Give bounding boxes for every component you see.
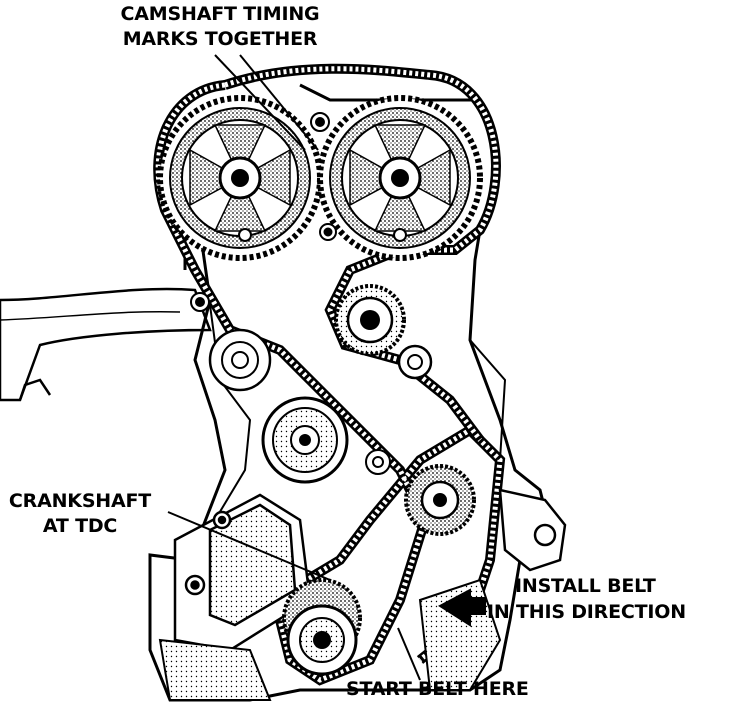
bolt-heads: [190, 112, 337, 312]
install-belt-label-line2: IN THIS DIRECTION: [487, 601, 686, 623]
right-lower-sprocket: [404, 464, 476, 536]
water-outlet: [498, 488, 567, 572]
tensioner-pulley: [261, 396, 349, 484]
leader-lines: [167, 54, 421, 681]
camshaft-timing-label-line1: CAMSHAFT TIMING: [120, 3, 320, 25]
middle-boss: [365, 449, 391, 475]
idler-pulley: [334, 284, 406, 356]
install-belt-label-line1: INSTALL BELT: [515, 575, 656, 597]
crankshaft-label-line2: AT TDC: [42, 515, 118, 537]
left-idler-boss: [208, 328, 272, 392]
crankshaft-sprocket: [282, 578, 362, 676]
install-direction-arrow: [438, 588, 486, 627]
timing-belt: [153, 63, 506, 686]
camshaft-timing-label-line2: MARKS TOGETHER: [122, 28, 318, 50]
left-camshaft-sprocket: [157, 95, 323, 261]
crankshaft-label-line1: CRANKSHAFT: [8, 490, 152, 512]
intake-pipe: [0, 287, 212, 402]
start-belt-label: START BELT HERE: [346, 678, 529, 700]
right-boss: [397, 344, 433, 380]
right-camshaft-sprocket: [317, 95, 483, 261]
oil-pump-housing: [173, 493, 312, 652]
